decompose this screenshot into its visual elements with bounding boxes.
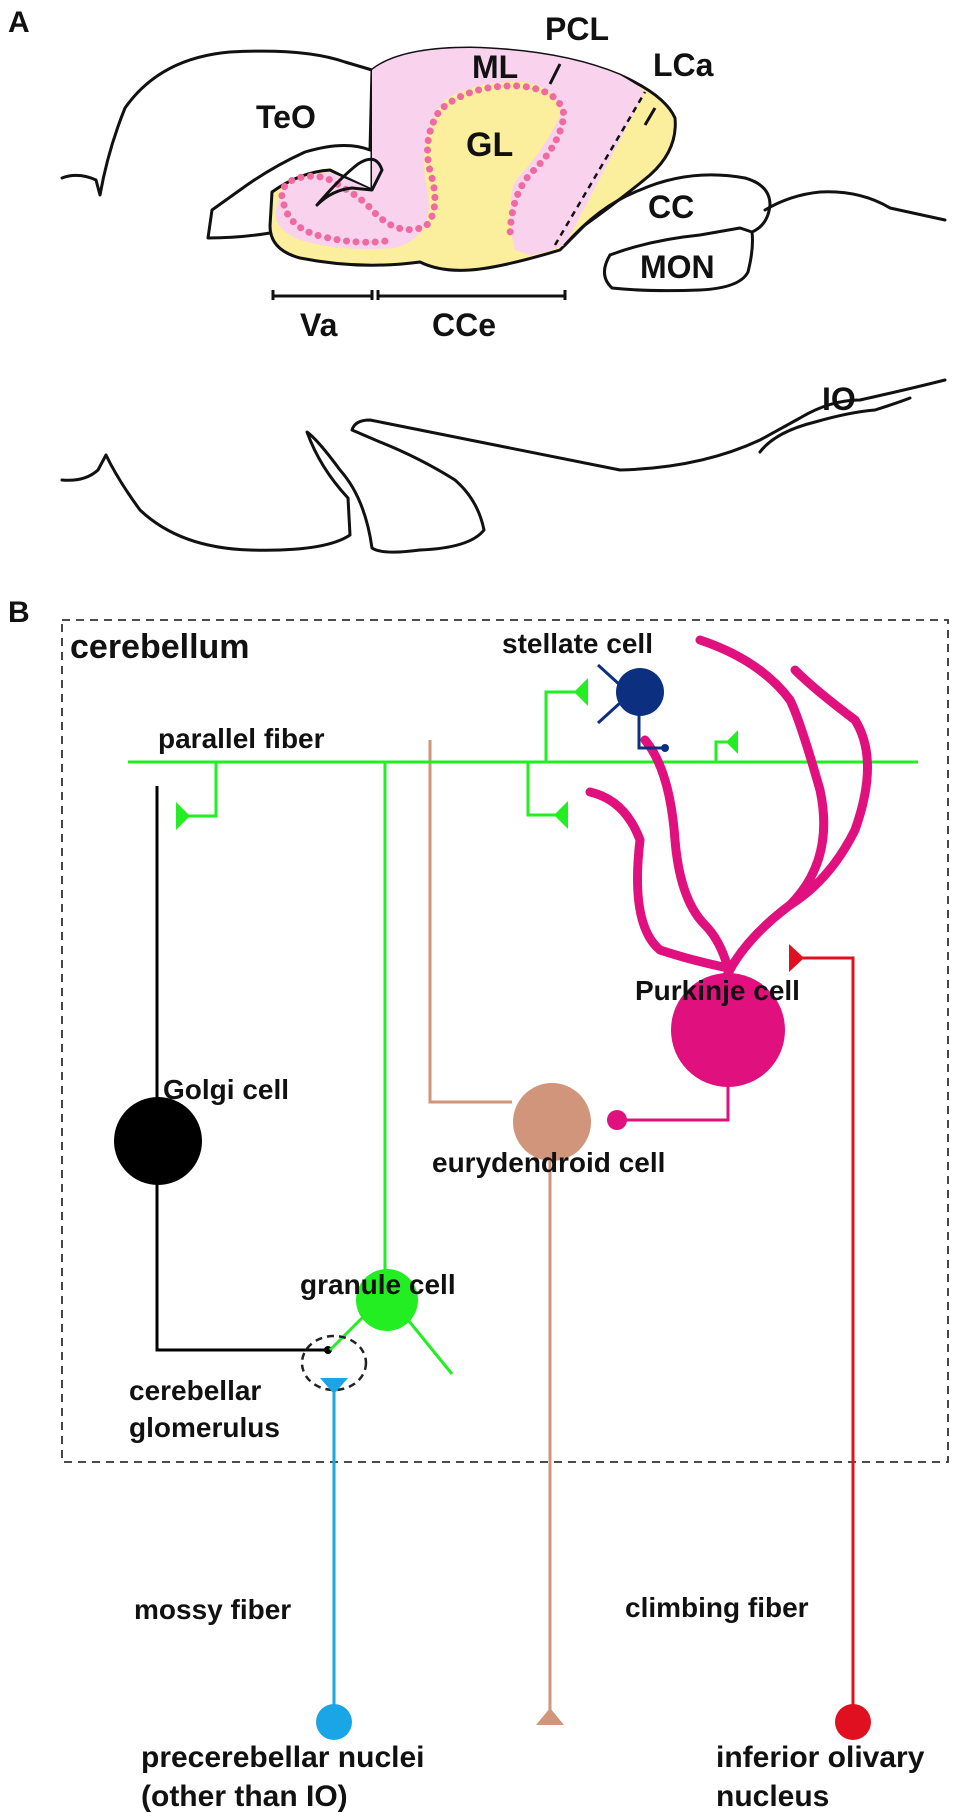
crista-cerebellaris-outline bbox=[563, 173, 772, 257]
cerebellum-title: cerebellum bbox=[70, 628, 250, 666]
stellate-dendrite-2 bbox=[596, 701, 622, 725]
panel-a-label: A bbox=[8, 6, 30, 39]
mossy-fiber-label: mossy fiber bbox=[134, 1594, 291, 1625]
ventral-section-outline bbox=[60, 378, 947, 554]
purkinje-cell-label: Purkinje cell bbox=[635, 975, 800, 1006]
gl-label: GL bbox=[466, 126, 513, 164]
purkinje-axon-terminal bbox=[607, 1110, 627, 1130]
lca-label: LCa bbox=[653, 47, 714, 83]
inferior-olivary-line1: inferior olivary bbox=[716, 1741, 925, 1774]
io-outline bbox=[758, 396, 912, 454]
ml-label: ML bbox=[472, 49, 518, 85]
cce-bracket bbox=[376, 290, 567, 300]
eurydendroid-axon-terminal bbox=[536, 1708, 564, 1725]
climbing-fiber-label: climbing fiber bbox=[625, 1592, 809, 1623]
eurydendroid-cell-label: eurydendroid cell bbox=[432, 1147, 665, 1178]
stellate-cell-label: stellate cell bbox=[502, 628, 653, 659]
eurydendroid-dendrite bbox=[428, 740, 512, 1104]
golgi-cell-label: Golgi cell bbox=[163, 1074, 289, 1105]
precerebellar-nuclei-soma bbox=[316, 1704, 352, 1740]
purkinje-dendrites bbox=[585, 635, 872, 1005]
parallel-fiber-label: parallel fiber bbox=[158, 723, 325, 754]
glomerulus-label-line2: glomerulus bbox=[129, 1412, 280, 1443]
pf-terminal-purkinje-1 bbox=[554, 801, 568, 829]
purkinje-axon bbox=[617, 1072, 730, 1122]
cerebellar-glomerulus bbox=[300, 1334, 368, 1392]
precerebellar-line2: (other than IO) bbox=[141, 1780, 348, 1813]
eurydendroid-cell-soma bbox=[513, 1083, 591, 1161]
panel-b-label: B bbox=[8, 596, 30, 629]
pcl-leader bbox=[548, 63, 562, 85]
gl-core bbox=[420, 91, 554, 254]
lca-leader bbox=[643, 107, 657, 126]
cerebellum-box bbox=[61, 619, 949, 1463]
granule-cell-label: granule cell bbox=[300, 1269, 456, 1300]
pf-terminal-purkinje-2 bbox=[726, 730, 738, 754]
stellate-axon-terminal bbox=[661, 744, 669, 752]
stellate-cell-soma bbox=[616, 668, 664, 716]
molecular-layer bbox=[275, 48, 645, 255]
va-bracket bbox=[271, 290, 374, 300]
purkinje-cell-layer bbox=[278, 82, 568, 246]
inferior-olivary-soma bbox=[835, 1704, 871, 1740]
mossy-fiber-terminal bbox=[320, 1378, 348, 1394]
tectum-outline bbox=[60, 49, 374, 240]
hindbrain-outline bbox=[763, 190, 947, 222]
stellate-dendrite-1 bbox=[596, 663, 622, 687]
lca-boundary bbox=[553, 91, 647, 246]
granule-cell-soma bbox=[356, 1269, 418, 1331]
medial-octavolateral-outline bbox=[603, 230, 754, 293]
cc-label: CC bbox=[648, 189, 694, 225]
teo-label: TeO bbox=[256, 99, 316, 135]
climbing-fiber-terminal bbox=[789, 944, 804, 972]
inferior-olivary-line2: nucleus bbox=[716, 1780, 829, 1813]
pcl-label: PCL bbox=[545, 11, 609, 47]
pf-synapse-golgi bbox=[178, 762, 218, 818]
golgi-axon bbox=[155, 1180, 328, 1352]
stellate-axon bbox=[637, 713, 665, 750]
golgi-cell-soma bbox=[114, 1097, 202, 1185]
tectal-fold bbox=[315, 157, 384, 207]
panel-a: A TeO ML PCL LCa GL CC MON Va bbox=[8, 6, 947, 554]
pf-synapse-stellate bbox=[544, 690, 586, 762]
precerebellar-line1: precerebellar nuclei bbox=[141, 1741, 424, 1774]
mon-label: MON bbox=[640, 249, 715, 285]
pf-synapse-purkinje-1 bbox=[526, 762, 566, 817]
pf-terminal-stellate bbox=[574, 678, 588, 706]
climbing-fiber bbox=[800, 956, 855, 1712]
glomerulus-label-line1: cerebellar bbox=[129, 1375, 261, 1406]
panel-b: B cerebellum parallel fiber bbox=[8, 596, 949, 1813]
va-label: Va bbox=[300, 307, 338, 343]
pf-terminal-golgi bbox=[176, 802, 190, 830]
cce-label: CCe bbox=[432, 307, 496, 343]
purkinje-cell-soma bbox=[671, 973, 785, 1087]
